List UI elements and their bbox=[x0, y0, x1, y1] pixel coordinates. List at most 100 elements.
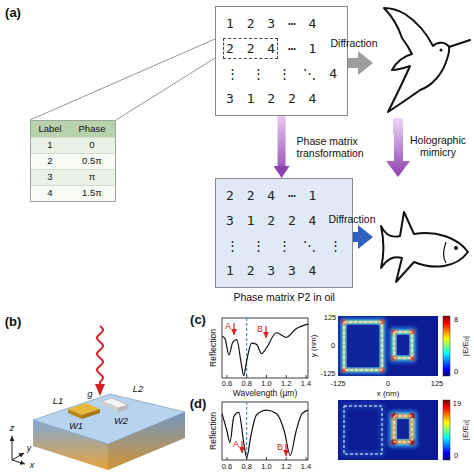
table-cell: Phase bbox=[69, 121, 115, 137]
matrix-row: 1 2 3 ⋯ 4 bbox=[226, 11, 337, 36]
axis-tick bbox=[266, 375, 267, 378]
matrix-row: 3 1 2 2 4 bbox=[226, 208, 342, 233]
reflection-plot bbox=[222, 402, 308, 460]
matrix-entries: 3 1 2 2 4 bbox=[226, 91, 316, 106]
panel-label: (d) bbox=[190, 397, 207, 411]
matrix-row: ⋮ ⋮ ⋮ ⋱ ⋮ bbox=[226, 233, 342, 258]
mode-label: B bbox=[277, 443, 283, 453]
panel-label: (c) bbox=[190, 313, 206, 327]
phase-matrix: 2 2 4 ⋯ 13 1 2 2 4⋮ ⋮ ⋮ ⋱ ⋮1 2 3 3 4Phas… bbox=[215, 178, 353, 304]
substrate-illustration bbox=[33, 394, 185, 470]
field-map bbox=[394, 416, 412, 442]
matrix-entries: 1 2 3 ⋯ 4 bbox=[226, 16, 316, 31]
reflection-plot bbox=[246, 318, 247, 378]
tick-label: 1.2 bbox=[281, 380, 291, 388]
reflection-plot bbox=[222, 318, 308, 378]
table-cell: 4 bbox=[31, 185, 69, 201]
mode-arrow bbox=[233, 323, 234, 335]
dimension-label: W2 bbox=[114, 416, 128, 426]
matrix-frame: 1 2 3 ⋯ 4 2 2 4 ⋯ 1 ⋮ ⋮ ⋮ ⋱ 4 3 1 2 2 4 bbox=[215, 6, 348, 116]
colorbar-title: |E/E₀| bbox=[462, 336, 471, 356]
axis-tick bbox=[306, 375, 307, 378]
axis-title: Reflection bbox=[209, 412, 218, 450]
reflection-plot bbox=[227, 457, 306, 460]
colorbar bbox=[443, 316, 450, 460]
matrix-row: 2 2 4 ⋯ 1 bbox=[226, 36, 337, 61]
colorbar-title: |E/E₀| bbox=[462, 420, 471, 440]
bird-image bbox=[384, 8, 470, 112]
matrix-frame: 2 2 4 ⋯ 13 1 2 2 4⋮ ⋮ ⋮ ⋱ ⋮1 2 3 3 4 bbox=[215, 178, 353, 288]
axis-tick bbox=[286, 457, 287, 460]
matrix-entries: ⋮ ⋮ ⋮ ⋱ 4 bbox=[226, 66, 337, 81]
phase-matrix: 1 2 3 ⋯ 4 2 2 4 ⋯ 1 ⋮ ⋮ ⋮ ⋱ 4 3 1 2 2 4 bbox=[215, 6, 348, 116]
table-cell: 0.5π bbox=[69, 153, 115, 169]
reflection-plot bbox=[227, 375, 306, 378]
light-wave bbox=[95, 326, 105, 396]
process-label: Diffraction bbox=[328, 214, 375, 226]
fish-image bbox=[444, 242, 446, 263]
tick-label: 0.6 bbox=[222, 463, 232, 471]
matrix-entries: ⋯ 1 bbox=[288, 41, 316, 56]
gold-bar bbox=[68, 409, 82, 419]
table-cell: π bbox=[69, 169, 115, 185]
phase-table: LabelPhase1020.5π3π41.5π bbox=[30, 120, 116, 202]
mode-arrow bbox=[241, 441, 242, 453]
tick-label: 0.6 bbox=[222, 380, 232, 388]
mode-label: B bbox=[257, 325, 263, 335]
silver-bar bbox=[118, 405, 128, 412]
zoom-leader-line bbox=[116, 58, 215, 120]
tick-label: 0 bbox=[331, 342, 335, 350]
process-label: Diffraction bbox=[330, 38, 377, 50]
tick-label: 1.0 bbox=[261, 380, 271, 388]
colorbar bbox=[443, 316, 450, 376]
field-map bbox=[347, 325, 379, 367]
reflection-curve bbox=[222, 410, 308, 458]
axis-tick bbox=[306, 457, 307, 460]
tick-label: 1.4 bbox=[301, 463, 311, 471]
light-wave bbox=[95, 384, 105, 396]
axis-triad bbox=[12, 460, 25, 464]
tick-label: 0.8 bbox=[241, 380, 251, 388]
reflection-plot bbox=[222, 410, 308, 458]
silver-bar bbox=[102, 398, 128, 412]
mode-label: A bbox=[225, 322, 231, 332]
tick-label: 125 bbox=[431, 380, 444, 388]
axis-title: Wavelength (µm) bbox=[233, 389, 298, 398]
dimension-label: L2 bbox=[133, 384, 144, 394]
field-map bbox=[397, 419, 409, 439]
table-cell: 1.5π bbox=[69, 185, 115, 201]
field-map bbox=[344, 322, 412, 370]
gold-bar bbox=[68, 403, 100, 419]
axis-triad bbox=[12, 436, 13, 460]
tick-label: 1.4 bbox=[301, 380, 311, 388]
matrix-row: 3 1 2 2 4 bbox=[226, 86, 337, 111]
field-map bbox=[397, 335, 409, 355]
reflection-plot bbox=[222, 402, 308, 460]
tick-label: 0.8 bbox=[241, 463, 251, 471]
tick-label: 1.2 bbox=[281, 463, 291, 471]
tick-label: 1.0 bbox=[261, 463, 271, 471]
matrix-entries: 2 2 4 bbox=[226, 41, 275, 56]
table-cell: 3 bbox=[31, 169, 69, 185]
process-label: Holographic mimicry bbox=[406, 135, 470, 158]
axis-tick bbox=[226, 457, 227, 460]
bird-image bbox=[440, 49, 443, 52]
field-map bbox=[344, 406, 382, 454]
field-map bbox=[394, 416, 412, 442]
axis-title: y (nm) bbox=[310, 335, 319, 358]
dimension-label: g bbox=[87, 389, 92, 399]
reflection-plot bbox=[222, 318, 308, 378]
fish-image bbox=[454, 246, 458, 250]
field-map bbox=[394, 416, 412, 442]
colorbar-label: 19 bbox=[453, 400, 461, 408]
mode-arrow bbox=[265, 326, 266, 338]
matrix-entries: 1 2 3 3 4 bbox=[226, 263, 316, 278]
table-cell: Label bbox=[31, 121, 69, 137]
colorbar-label: 0 bbox=[454, 368, 458, 376]
bird-image bbox=[384, 8, 470, 112]
field-map bbox=[394, 332, 412, 358]
field-map bbox=[344, 406, 412, 454]
field-map bbox=[391, 413, 415, 445]
